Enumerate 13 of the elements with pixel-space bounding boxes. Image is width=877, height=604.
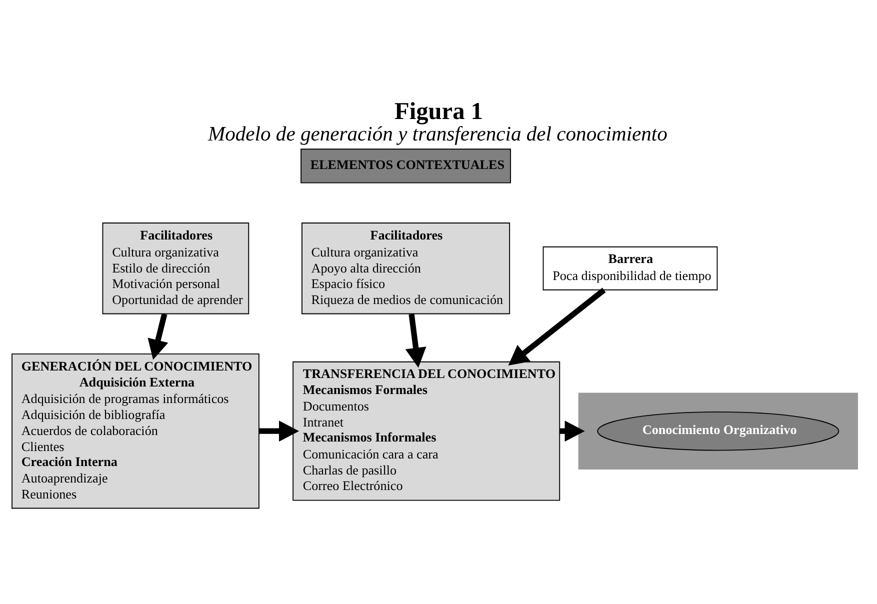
node-box: GENERACIÓN DEL CONOCIMIENTO Adquisición Externa Adquisición de programas informáticos Adquisición de bibliografía Acuerdos de colaboración Clientes Creación Interna Autoaprendizaje Reuniones bbox=[12, 352, 260, 508]
arrow bbox=[508, 287, 606, 366]
node-box: TRANSFERENCIA DEL CONOCIMIENTO Mecanismos Formales Documentos Intranet Mecanismos Informales Comunicación cara a cara Charlas de pasillo Correo Electrónico bbox=[292, 360, 560, 500]
node-box: Facilitadores Cultura organizativa Apoyo alta dirección Espacio físico Riqueza de medios de comunicación bbox=[301, 222, 510, 314]
arrow bbox=[259, 420, 300, 442]
node-ellipse: Conocimiento Organizativo bbox=[597, 410, 840, 450]
node-box: Facilitadores Cultura organizativa Estilo de dirección Motivación personal Oportunidad de aprender bbox=[102, 222, 250, 314]
arrow bbox=[405, 313, 426, 368]
cluster bbox=[578, 392, 858, 469]
node-box: ELEMENTOS CONTEXTUALES bbox=[300, 148, 511, 183]
node-box: Barrera Poca disponibilidad de tiempo bbox=[542, 246, 718, 290]
diagram-title: Figura 1 bbox=[394, 98, 483, 124]
arrow bbox=[148, 312, 168, 360]
